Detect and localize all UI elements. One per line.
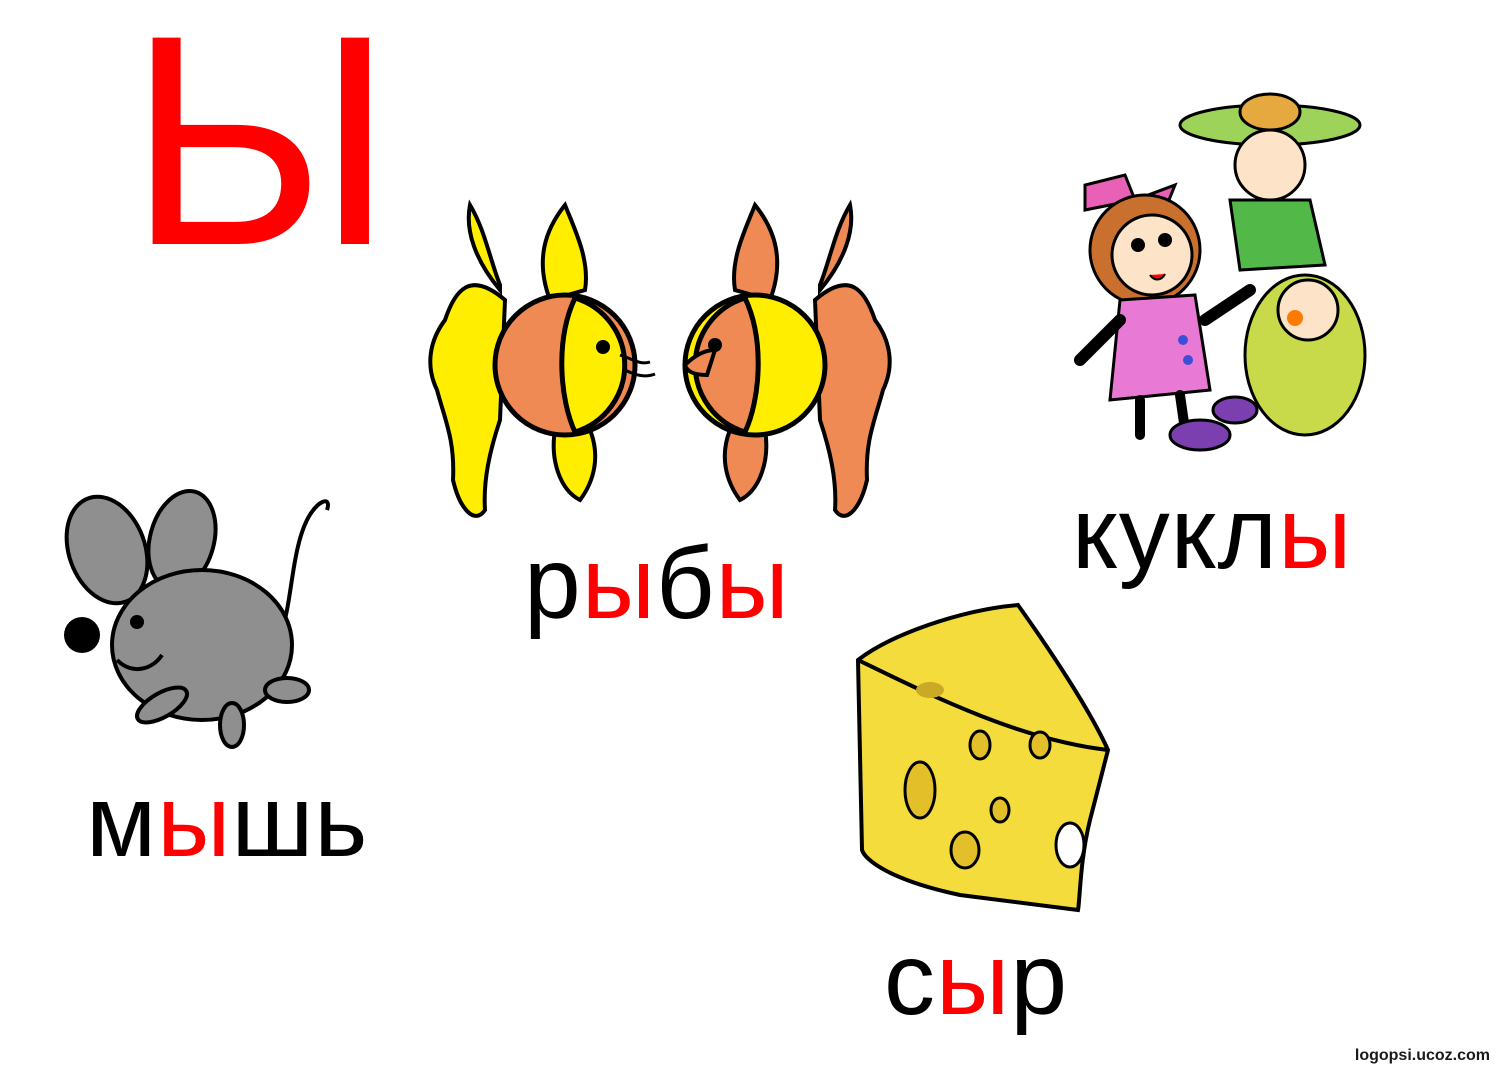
word-part: кукл <box>1072 476 1279 590</box>
word-part: р <box>524 526 582 640</box>
word-part: ы <box>715 526 790 640</box>
word-part: м <box>86 764 158 878</box>
mouse-illustration <box>64 488 330 749</box>
word-ryby: рыбы <box>524 532 790 634</box>
word-part: с <box>884 922 936 1036</box>
word-part: ы <box>936 922 1011 1036</box>
dolls-illustration <box>1074 92 1367 452</box>
watermark: logopsi.ucoz.com <box>1354 1047 1490 1064</box>
word-part: ы <box>1278 476 1353 590</box>
title-letter: Ы <box>128 0 394 308</box>
word-part: б <box>656 526 716 640</box>
word-part: ы <box>581 526 657 640</box>
word-mysh: мышь <box>86 770 368 872</box>
word-kukly: куклы <box>1072 482 1352 584</box>
word-syr: сыр <box>884 928 1068 1030</box>
word-part: ы <box>157 764 232 878</box>
word-part: р <box>1010 922 1069 1036</box>
fish-pair-illustration <box>428 199 892 518</box>
cheese-illustration <box>855 602 1111 913</box>
word-part: шь <box>231 764 369 878</box>
